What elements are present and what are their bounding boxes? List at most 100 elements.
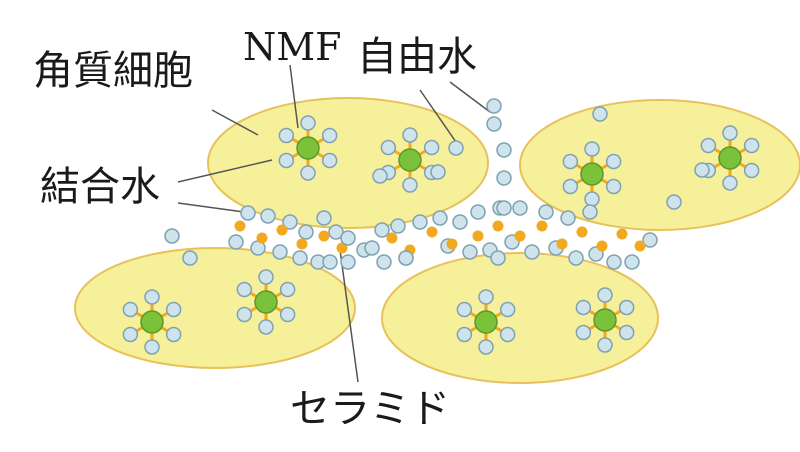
ceramide-molecule xyxy=(234,220,246,232)
ceramide-molecule xyxy=(426,226,438,238)
water-molecule xyxy=(584,141,600,157)
water-molecule xyxy=(322,254,338,270)
water-molecule xyxy=(524,244,540,260)
ceramide-molecule xyxy=(514,230,526,242)
leader-line-ceramide xyxy=(339,249,359,383)
water-molecule xyxy=(279,306,296,323)
water-molecule xyxy=(618,299,635,316)
water-molecule xyxy=(340,230,356,246)
water-molecule xyxy=(478,339,494,355)
corneocyte-layer xyxy=(74,97,800,384)
water-molecule xyxy=(390,218,406,234)
water-molecule xyxy=(272,244,288,260)
water-molecule xyxy=(486,116,502,132)
water-molecule xyxy=(618,324,635,341)
water-molecule xyxy=(592,106,608,122)
leader-line-corneocyte xyxy=(211,109,259,136)
ceramide-molecule xyxy=(296,238,308,250)
ceramide-molecule xyxy=(492,220,504,232)
water-molecule xyxy=(568,250,584,266)
nmf-molecule xyxy=(296,136,320,160)
water-molecule xyxy=(260,208,276,224)
ceramide-molecule xyxy=(596,240,608,252)
water-molecule xyxy=(512,200,528,216)
ceramide-molecule xyxy=(256,232,268,244)
water-molecule xyxy=(456,301,473,318)
leader-lines xyxy=(177,64,491,383)
water-molecule xyxy=(496,170,512,186)
ceramide-molecule xyxy=(616,228,628,240)
leader-line-bound-water-2 xyxy=(177,202,245,213)
water-molecule xyxy=(722,175,738,191)
label-free-water: 自由水 xyxy=(357,34,477,80)
water-molecule xyxy=(605,153,622,170)
corneocyte-cell xyxy=(381,252,659,384)
water-molecule xyxy=(376,254,392,270)
water-molecule xyxy=(282,214,298,230)
water-molecule xyxy=(452,214,468,230)
water-molecule xyxy=(605,178,622,195)
water-molecule xyxy=(743,162,760,179)
ceramide-molecule xyxy=(634,240,646,252)
corneocyte-cell xyxy=(519,99,800,231)
water-molecule xyxy=(694,162,710,178)
water-molecule xyxy=(412,214,428,230)
water-molecule xyxy=(165,326,182,343)
water-molecule xyxy=(582,204,598,220)
label-nmf: NMF xyxy=(243,25,342,69)
water-molecule xyxy=(722,125,738,141)
nmf-molecule xyxy=(140,310,164,334)
water-molecule xyxy=(499,301,516,318)
water-molecule xyxy=(456,326,473,343)
water-molecule xyxy=(430,164,446,180)
water-molecule xyxy=(279,281,296,298)
ceramide-molecule xyxy=(576,226,588,238)
water-molecule xyxy=(624,254,640,270)
water-molecule xyxy=(496,142,512,158)
water-molecule xyxy=(743,137,760,154)
leader-line-nmf xyxy=(289,64,299,129)
water-molecule xyxy=(562,178,579,195)
water-molecule xyxy=(374,222,390,238)
water-molecule xyxy=(236,281,253,298)
ceramide-molecule xyxy=(318,230,330,242)
label-bound-water: 結合水 xyxy=(40,164,160,210)
water-molecule xyxy=(258,319,274,335)
water-molecule xyxy=(144,339,160,355)
leader-line-free-water-2 xyxy=(449,81,491,113)
water-molecule xyxy=(380,139,397,156)
water-molecule xyxy=(182,250,198,266)
ceramide-molecule xyxy=(276,224,288,236)
water-molecule xyxy=(700,137,717,154)
water-molecule xyxy=(499,326,516,343)
ceramide-molecule xyxy=(336,242,348,254)
water-molecule xyxy=(340,254,356,270)
water-molecule xyxy=(300,115,316,131)
water-molecule xyxy=(278,127,295,144)
water-molecule xyxy=(164,228,180,244)
water-molecule xyxy=(470,204,486,220)
nmf-molecule xyxy=(474,310,498,334)
water-molecule xyxy=(372,168,388,184)
water-molecule xyxy=(300,165,316,181)
water-molecule xyxy=(122,326,139,343)
water-molecule xyxy=(321,152,338,169)
water-molecule xyxy=(642,232,658,248)
water-molecule xyxy=(122,301,139,318)
ceramide-molecule xyxy=(472,230,484,242)
water-molecule xyxy=(321,127,338,144)
water-molecule xyxy=(597,287,613,303)
water-molecule xyxy=(432,210,448,226)
label-corneocyte: 角質細胞 xyxy=(33,48,193,94)
water-molecule xyxy=(258,269,274,285)
water-molecule xyxy=(402,127,418,143)
nmf-molecule xyxy=(593,308,617,332)
nmf-molecule xyxy=(580,162,604,186)
label-ceramide: セラミド xyxy=(290,386,450,432)
corneocyte-cell xyxy=(74,247,356,369)
leader-line-free-water xyxy=(419,89,457,143)
water-molecule xyxy=(575,324,592,341)
ceramide-molecule xyxy=(386,232,398,244)
water-molecule xyxy=(292,250,308,266)
water-molecule xyxy=(478,289,494,305)
